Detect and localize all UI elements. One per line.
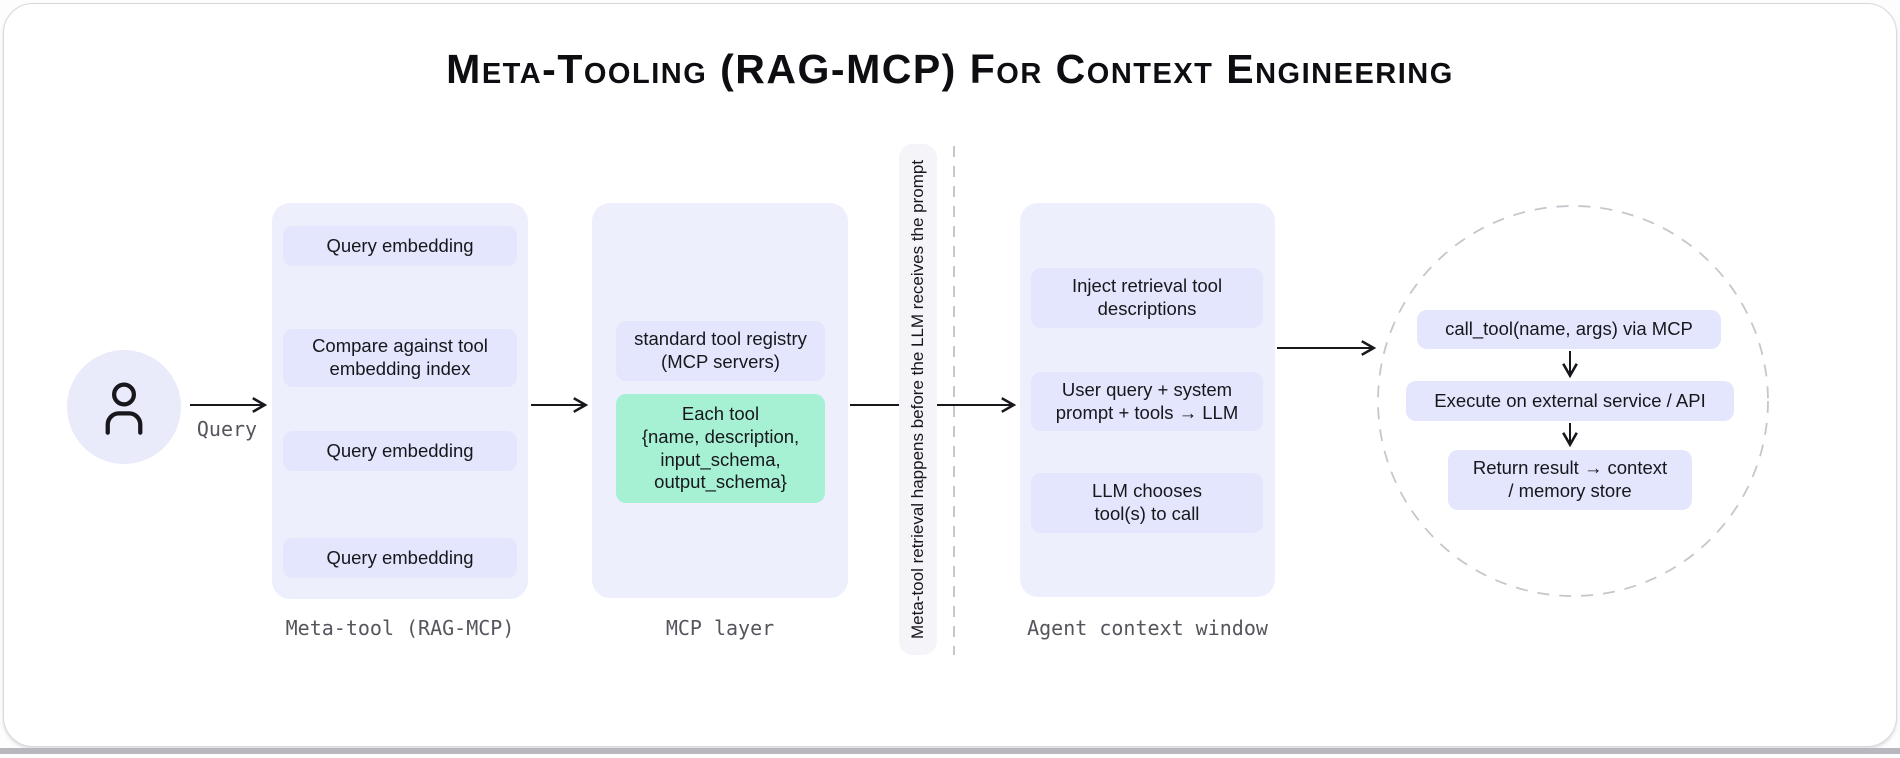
- mcp-each-tool-schema-box: Each tool {name, description, input_sche…: [616, 394, 825, 503]
- page-title: Meta-Tooling (RAG-MCP) For Context Engin…: [446, 46, 1454, 92]
- user-icon: [105, 382, 143, 435]
- agent-step-inject-descriptions: Inject retrieval tool descriptions: [1031, 268, 1263, 328]
- execution-step-return-result: Return result → context / memory store: [1448, 450, 1692, 510]
- query-edge-label: Query: [196, 417, 258, 441]
- execution-step-call-tool: call_tool(name, args) via MCP: [1417, 310, 1721, 349]
- execution-step-external-service: Execute on external service / API: [1406, 381, 1734, 421]
- metatool-container: Query embedding Compare against tool emb…: [272, 203, 528, 599]
- mcp-layer-label: MCP layer: [665, 616, 775, 640]
- execution-zone: call_tool(name, args) via MCP Execute on…: [1378, 206, 1768, 596]
- mcp-tool-registry-box: standard tool registry (MCP servers): [616, 321, 825, 381]
- metatool-label: Meta-tool (RAG-MCP): [285, 616, 515, 640]
- metatool-step-query-embedding-3: Query embedding: [283, 538, 517, 578]
- metatool-step-query-embedding-2: Query embedding: [283, 431, 517, 471]
- agent-context-label: Agent context window: [1027, 616, 1268, 640]
- metatool-step-query-embedding-1: Query embedding: [283, 226, 517, 266]
- metatool-step-compare-index: Compare against tool embedding index: [283, 329, 517, 387]
- divider-note-bar: Meta-tool retrieval happens before the L…: [899, 144, 937, 655]
- mcp-layer-container: standard tool registry (MCP servers) Eac…: [592, 203, 848, 598]
- user-avatar: [67, 350, 181, 464]
- agent-context-container: Inject retrieval tool descriptions User …: [1020, 203, 1275, 597]
- agent-step-prompt-to-llm: User query + system prompt + tools → LLM: [1031, 372, 1263, 431]
- agent-step-llm-chooses-tools: LLM chooses tool(s) to call: [1031, 473, 1263, 533]
- window-bottom-edge: [0, 748, 1900, 754]
- diagram-card: Meta-Tooling (RAG-MCP) For Context Engin…: [3, 3, 1897, 747]
